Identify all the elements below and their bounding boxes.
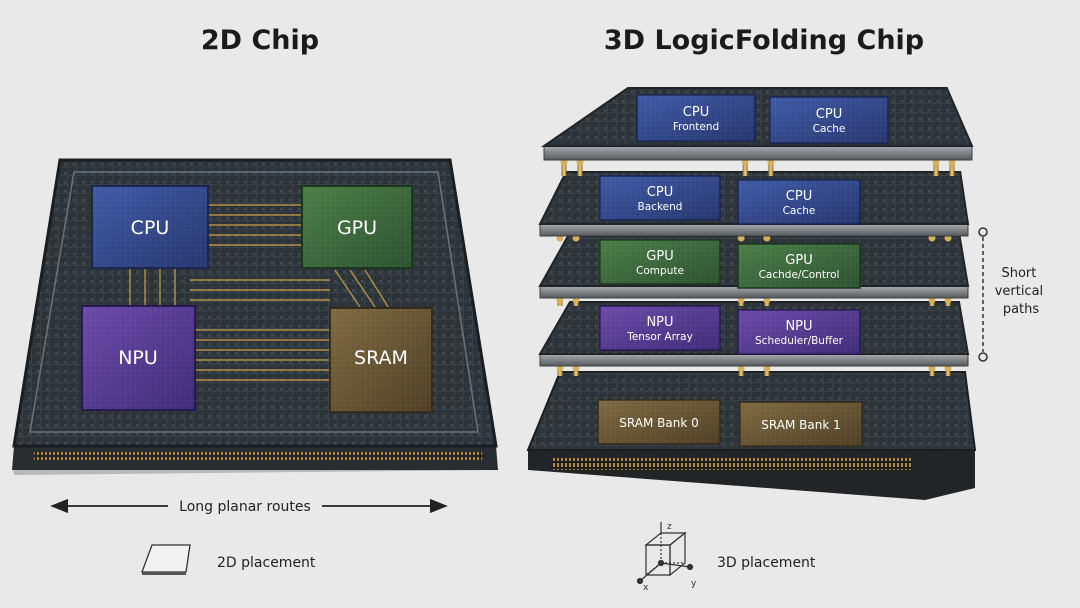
planar-routes [129, 204, 391, 381]
block-npu-scheduler-buffer-sublabel: Scheduler/Buffer [755, 335, 844, 347]
block-sram-bank-1-texture [740, 402, 862, 446]
placement-3d-icon [636, 522, 694, 585]
vertical-pillar [561, 160, 567, 176]
layer-2-cpu-backend-edge [539, 223, 969, 237]
block-cpu-cache-top-sublabel: Cache [813, 123, 846, 135]
block-cpu-frontend-texture [637, 95, 755, 141]
left-title: 2D Chip [201, 25, 319, 56]
axis-z-label: z [667, 522, 672, 532]
vertical-pillar [933, 160, 939, 176]
block-cpu-cache-top-texture [770, 97, 888, 143]
block-gpu-2d: GPU [301, 185, 413, 269]
block-npu-tensor-array-sublabel: Tensor Array [626, 331, 693, 343]
block-npu-2d: NPU [81, 305, 196, 411]
placement-2d-icon [141, 544, 191, 575]
layer-5-sram: SRAM Bank 0 SRAM Bank 1 [526, 371, 977, 500]
vertical-paths-line-1: Short [1001, 266, 1036, 281]
routes-label: Long planar routes [179, 499, 311, 515]
block-npu-label: NPU [118, 347, 158, 369]
vertical-pillar [768, 160, 774, 176]
block-gpu-compute-label: GPU [646, 249, 673, 264]
vertical-paths-line-2: vertical [995, 284, 1043, 299]
block-npu-tensor-array-texture [600, 306, 720, 350]
block-npu-scheduler-buffer-label: NPU [785, 319, 812, 334]
block-sram-2d: SRAM [329, 307, 433, 413]
vertical-paths-label: Short vertical paths [995, 266, 1048, 317]
block-cpu-cache-texture [738, 180, 860, 224]
placement-2d-label: 2D placement [217, 555, 316, 571]
layer-1-cpu-frontend-surface [540, 87, 974, 147]
package-pins [552, 458, 912, 470]
block-gpu-compute-sublabel: Compute [636, 265, 684, 277]
block-gpu-compute-texture [600, 240, 720, 284]
block-cpu-2d: CPU [91, 185, 209, 269]
block-gpu-cache-control-sublabel: Cachde/Control [759, 269, 840, 281]
block-cpu-cache-sublabel: Cache [783, 205, 816, 217]
block-cpu-backend-sublabel: Backend [638, 201, 683, 213]
block-cpu-frontend-label: CPU [683, 105, 709, 120]
block-npu-tensor-array-label: NPU [646, 315, 673, 330]
vertical-paths-line-3: paths [1003, 302, 1040, 317]
block-cpu-cache-top-label: CPU [816, 107, 842, 122]
block-gpu-label: GPU [337, 217, 377, 239]
block-sram-bank-0-label: SRAM Bank 0 [619, 416, 698, 430]
chip-2d-pins [34, 452, 482, 460]
block-cpu-backend-label: CPU [647, 185, 673, 200]
chip-2d-inner-border [29, 171, 479, 433]
block-cpu-label: CPU [131, 217, 170, 239]
layer-1-cpu-frontend-edge [543, 145, 973, 161]
axis-x-label: x [643, 583, 649, 593]
axis-y-label: y [691, 579, 697, 589]
block-cpu-backend-texture [600, 176, 720, 220]
block-sram-bank-0-texture [598, 400, 720, 444]
layer-4-npu-edge [539, 353, 969, 367]
placement-3d-label: 3D placement [717, 555, 816, 571]
vertical-paths-indicator [978, 227, 988, 362]
vertical-pillar [949, 160, 955, 176]
block-sram-label: SRAM [354, 347, 408, 369]
block-gpu-cache-control-texture [738, 244, 860, 288]
right-title: 3D LogicFolding Chip [604, 25, 924, 56]
block-gpu-cache-control-label: GPU [785, 253, 812, 268]
block-sram-bank-1-label: SRAM Bank 1 [761, 418, 840, 432]
package-body [528, 450, 975, 500]
vertical-pillar [742, 160, 748, 176]
vertical-pillar [577, 160, 583, 176]
chip-2d: CPU GPU NPU SRAM [12, 158, 500, 475]
block-npu-scheduler-buffer-texture [738, 310, 860, 354]
block-cpu-cache-label: CPU [786, 189, 812, 204]
block-cpu-frontend-sublabel: Frontend [673, 121, 719, 133]
